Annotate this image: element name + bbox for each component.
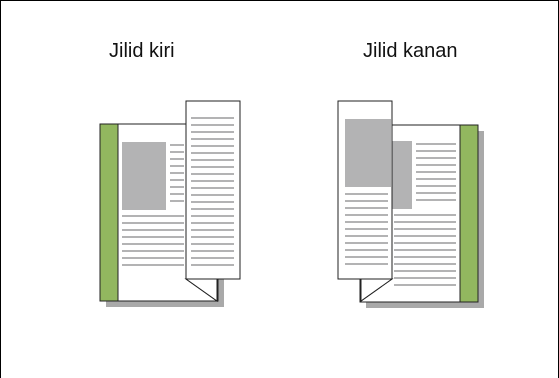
right-binding-label: Jilid kanan bbox=[363, 40, 458, 62]
right-binding-diagram bbox=[337, 100, 484, 308]
right-fold-flap-icon bbox=[360, 278, 394, 302]
right-image-block-back bbox=[390, 141, 412, 209]
right-foldout-text-lines bbox=[345, 193, 388, 265]
left-foldout-text-lines bbox=[191, 117, 234, 266]
left-binding-strip-icon bbox=[99, 123, 119, 302]
left-binding-diagram bbox=[99, 100, 241, 307]
left-fold-flap-icon bbox=[184, 278, 218, 302]
left-binding-label: Jilid kiri bbox=[109, 40, 175, 62]
left-page-text-lines bbox=[122, 144, 184, 266]
right-page-text-lines bbox=[394, 143, 456, 286]
left-image-block bbox=[122, 142, 166, 210]
right-image-block bbox=[345, 119, 391, 187]
right-binding-strip-icon bbox=[459, 124, 479, 303]
